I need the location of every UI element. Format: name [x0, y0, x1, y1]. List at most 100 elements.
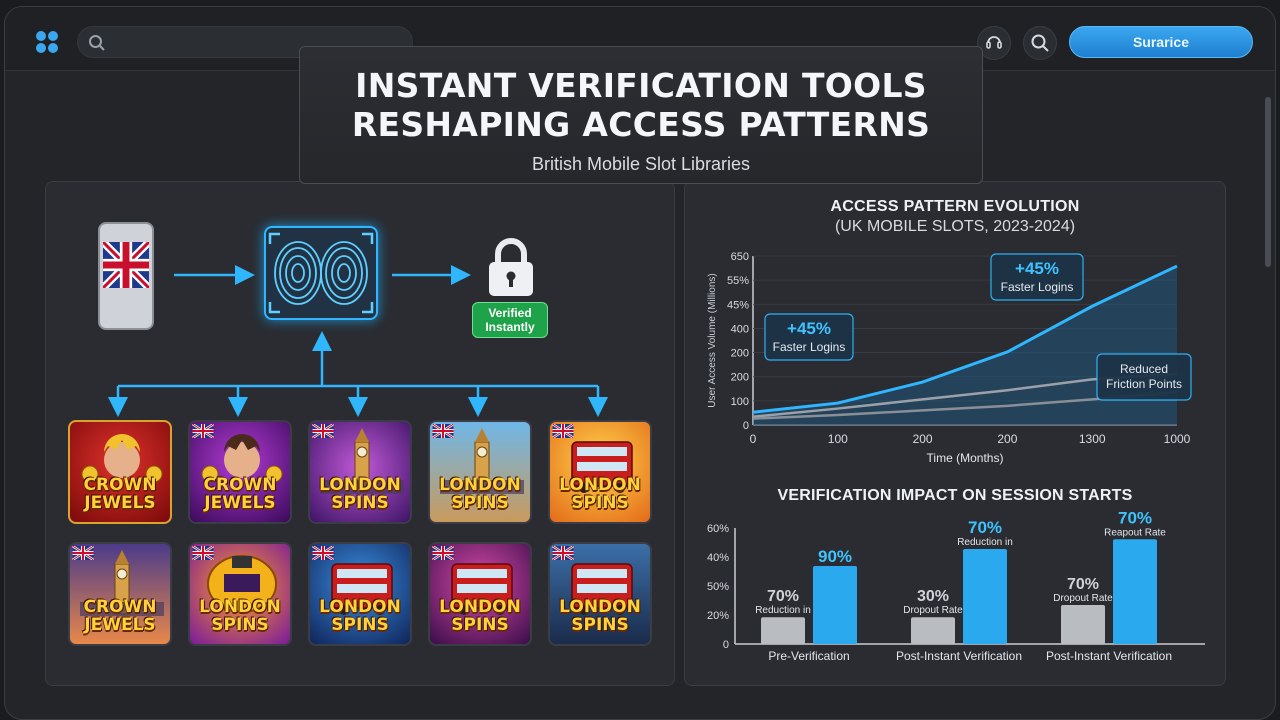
- game-tile[interactable]: LONDON SPINS: [548, 420, 652, 524]
- bar-note: Dropout Rate: [1053, 593, 1113, 604]
- y-tick-label: 45%: [727, 299, 749, 311]
- hero-title-card: INSTANT VERIFICATION TOOLS RESHAPING ACC…: [299, 46, 983, 184]
- callout-label: Friction Points: [1106, 377, 1182, 391]
- phone-uk-flag-icon: [98, 222, 154, 330]
- big-ben-artwork-icon: [320, 428, 404, 494]
- series-line: [752, 264, 1178, 414]
- bar-grey: [911, 617, 955, 644]
- uk-flag-icon: [312, 424, 334, 438]
- portrait-artwork-icon: [81, 434, 163, 483]
- bar-value-label: 70%: [767, 588, 799, 605]
- bus-artwork-icon: [571, 441, 633, 493]
- y-tick-label: 55%: [727, 275, 749, 287]
- session-starts-bar-chart: 60%40%50%20%070%Reduction in90%Pre-Verif…: [707, 508, 1205, 663]
- search-icon: [89, 35, 105, 51]
- apps-grid-icon[interactable]: [35, 30, 59, 54]
- y-tick-label: 200: [731, 372, 749, 384]
- game-tile[interactable]: LONDON SPINS: [428, 542, 532, 646]
- badge-line2: Instantly: [485, 320, 535, 334]
- bus-artwork-icon: [571, 563, 633, 615]
- slot-machine-artwork-icon: [207, 555, 277, 613]
- scrollbar-thumb[interactable]: [1265, 97, 1271, 267]
- y-tick-label: 400: [731, 323, 749, 335]
- line-chart-title: ACCESS PATTERN EVOLUTION: [830, 198, 1080, 215]
- bar-value-label: 70%: [1118, 508, 1152, 527]
- bus-artwork-icon: [331, 563, 393, 615]
- game-title: LONDON SPINS: [559, 597, 641, 635]
- bar-note: Reduction in: [755, 605, 811, 616]
- game-tile[interactable]: CROWN JEWELS: [68, 420, 172, 524]
- y-tick-label: 50%: [707, 581, 729, 593]
- search-icon: [1031, 34, 1049, 52]
- x-category-label: Post-Instant Verification: [1046, 649, 1172, 663]
- bar-note: Reapout Rate: [1104, 527, 1166, 538]
- game-title: CROWN JEWELS: [203, 475, 277, 513]
- bar-grey: [1061, 605, 1105, 644]
- game-tile[interactable]: LONDON SPINS: [428, 420, 532, 524]
- game-tile[interactable]: LONDON SPINS: [548, 542, 652, 646]
- uk-flag-icon: [192, 424, 214, 438]
- big-ben-artwork-icon: [80, 550, 164, 616]
- bar-value-label: 90%: [818, 547, 852, 566]
- support-icon: [986, 36, 1002, 49]
- series-area: [753, 266, 1177, 425]
- bus-artwork-icon: [451, 563, 513, 615]
- charts-panel: ACCESS PATTERN EVOLUTION (UK MOBILE SLOT…: [684, 181, 1226, 686]
- callout-box: [764, 313, 854, 361]
- game-title: LONDON SPINS: [319, 597, 401, 635]
- portrait-artwork-icon: [201, 434, 283, 483]
- y-tick-label: 650: [731, 251, 749, 263]
- x-tick-label: 200: [997, 432, 1017, 446]
- uk-flag-icon: [552, 424, 574, 438]
- app-window: Surarice: [4, 6, 1276, 720]
- bar-blue: [1113, 539, 1157, 644]
- bar-value-label: 30%: [917, 588, 949, 605]
- support-button[interactable]: [977, 26, 1011, 60]
- uk-flag-icon: [552, 546, 574, 560]
- bar-chart-title: VERIFICATION IMPACT ON SESSION STARTS: [777, 487, 1133, 504]
- fingerprint-scan-icon: [264, 226, 378, 320]
- game-tile[interactable]: LONDON SPINS: [308, 542, 412, 646]
- y-tick-label: 0: [743, 420, 749, 432]
- game-title: LONDON SPINS: [199, 597, 281, 635]
- uk-flag-icon: [432, 546, 454, 560]
- bar-grey: [761, 617, 805, 644]
- page-subtitle: British Mobile Slot Libraries: [531, 154, 751, 174]
- x-tick-label: 0: [750, 432, 757, 446]
- bar-value-label: 70%: [968, 518, 1002, 537]
- x-tick-label: 1000: [1164, 432, 1191, 446]
- game-tile[interactable]: LONDON SPINS: [188, 542, 292, 646]
- bar-blue: [813, 566, 857, 644]
- padlock-icon: [489, 238, 533, 296]
- y-tick-label: 40%: [707, 552, 729, 564]
- game-tile[interactable]: CROWN JEWELS: [68, 542, 172, 646]
- bar-note: Reduction in: [957, 537, 1013, 548]
- uk-flag-icon: [192, 546, 214, 560]
- top-bar: Surarice: [5, 7, 1275, 71]
- flow-connectors: [108, 265, 608, 417]
- uk-flag-icon: [312, 546, 334, 560]
- page-title: INSTANT VERIFICATION TOOLS RESHAPING ACC…: [300, 66, 982, 144]
- x-tick-label: 100: [828, 432, 848, 446]
- game-title: LONDON SPINS: [439, 475, 521, 513]
- big-ben-artwork-icon: [440, 428, 524, 494]
- primary-action-button[interactable]: Surarice: [1069, 26, 1253, 58]
- x-category-label: Post-Instant Verification: [896, 649, 1022, 663]
- y-axis-label: User Access Volume (Millions): [707, 273, 718, 407]
- y-tick-label: 60%: [707, 523, 729, 535]
- y-tick-label: 200: [731, 348, 749, 360]
- x-tick-label: 1300: [1079, 432, 1106, 446]
- bar-note: Dropout Rate: [903, 605, 963, 616]
- callout-label: Faster Logins: [773, 340, 846, 354]
- search-button[interactable]: [1023, 26, 1057, 60]
- game-title: CROWN JEWELS: [83, 475, 157, 513]
- game-tile[interactable]: CROWN JEWELS: [188, 420, 292, 524]
- line-chart-subtitle: (UK MOBILE SLOTS, 2023-2024): [834, 218, 1076, 235]
- verified-instantly-badge: Verified Instantly: [472, 302, 548, 338]
- badge-line1: Verified: [488, 306, 532, 320]
- callout-value: +45%: [1015, 259, 1059, 278]
- uk-flag-icon: [72, 546, 94, 560]
- y-tick-label: 20%: [707, 610, 729, 622]
- game-tile[interactable]: LONDON SPINS: [308, 420, 412, 524]
